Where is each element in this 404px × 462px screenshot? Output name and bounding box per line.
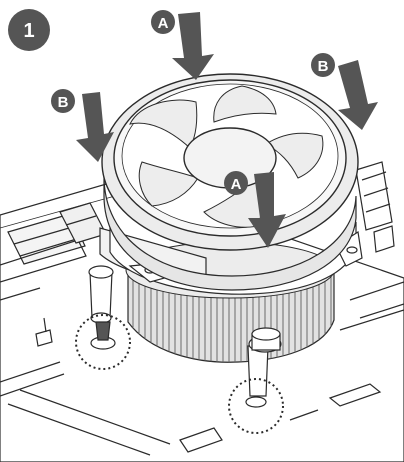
label-b-left: B xyxy=(51,89,75,113)
label-b-right-text: B xyxy=(318,58,329,75)
mounting-hole-right xyxy=(228,378,284,434)
fan-blades xyxy=(129,85,324,228)
board-components xyxy=(0,281,404,456)
socket-hardware xyxy=(355,161,395,253)
arrow-a-top xyxy=(172,12,214,80)
fan xyxy=(101,73,359,251)
label-a-top: A xyxy=(151,10,175,34)
mounting-hole-left xyxy=(75,314,131,370)
label-a-center-text: A xyxy=(231,176,242,193)
step-number: 1 xyxy=(23,20,34,42)
push-pin-center xyxy=(245,327,282,408)
arrow-b-left xyxy=(76,92,114,162)
label-b-right: B xyxy=(311,53,335,77)
push-pin-left xyxy=(88,265,116,350)
arrow-a-center xyxy=(248,172,286,248)
label-b-left-text: B xyxy=(58,94,69,111)
mounting-hole-markers xyxy=(75,314,284,434)
label-a-center: A xyxy=(224,171,248,195)
memory-slots xyxy=(0,202,107,301)
cooler-shroud xyxy=(99,175,363,295)
arrow-b-right xyxy=(338,60,378,130)
step-badge: 1 xyxy=(8,9,50,51)
label-a-top-text: A xyxy=(158,15,169,32)
